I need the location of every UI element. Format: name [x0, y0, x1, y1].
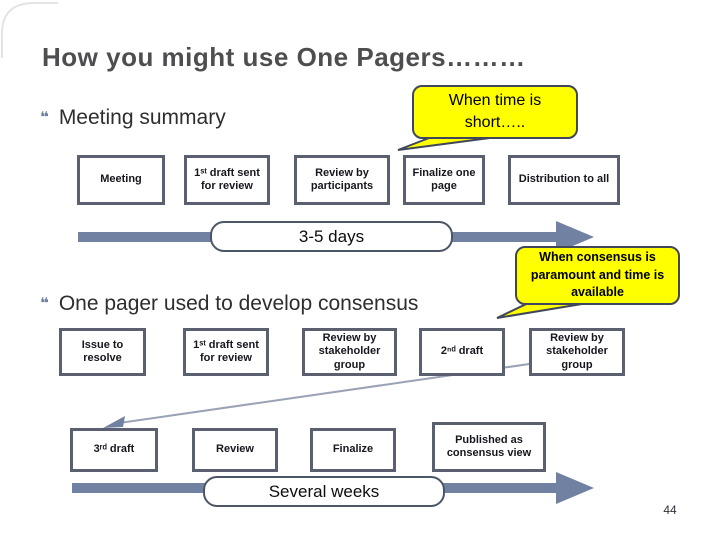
step-first-draft: 1ˢᵗ draft sent for review — [184, 155, 270, 205]
bullet-one-pager: ❝ One pager used to develop consensus — [40, 292, 560, 316]
step-review: Review — [192, 428, 278, 472]
callout-consensus: When consensus is paramount and time is … — [515, 246, 680, 305]
step-review-participants: Review by participants — [294, 155, 390, 205]
slide-title: How you might use One Pagers……… — [42, 42, 526, 72]
timeline-label-weeks: Several weeks — [203, 476, 445, 507]
step-third-draft: 3ʳᵈ draft — [70, 428, 158, 472]
step-review-stakeholder-1: Review by stakeholder group — [302, 328, 397, 376]
timeline-label-days: 3-5 days — [210, 221, 453, 252]
step-finalize-one-page: Finalize one page — [403, 155, 485, 205]
quote-bullet-icon: ❝ — [40, 109, 49, 126]
step-second-draft: 2ⁿᵈ draft — [419, 328, 505, 376]
step-first-draft-2: 1ˢᵗ draft sent for review — [183, 328, 269, 376]
bullet-meeting-summary-label: Meeting summary — [58, 106, 226, 129]
slide-corner-arc — [0, 2, 58, 58]
step-published-consensus: Published as consensus view — [432, 422, 546, 472]
step-distribution-all: Distribution to all — [508, 155, 620, 205]
bullet-meeting-summary: ❝ Meeting summary — [40, 106, 400, 130]
step-review-stakeholder-2: Review by stakeholder group — [529, 328, 625, 376]
step-meeting: Meeting — [77, 155, 165, 205]
callout-time-short: When time is short….. — [412, 85, 578, 139]
page-number: 44 — [663, 503, 677, 517]
step-finalize: Finalize — [310, 428, 396, 472]
quote-bullet-icon: ❝ — [40, 295, 49, 312]
step-issue-resolve: Issue to resolve — [59, 328, 146, 376]
bullet-one-pager-label: One pager used to develop consensus — [58, 292, 419, 315]
diagonal-connector-line — [103, 355, 586, 428]
